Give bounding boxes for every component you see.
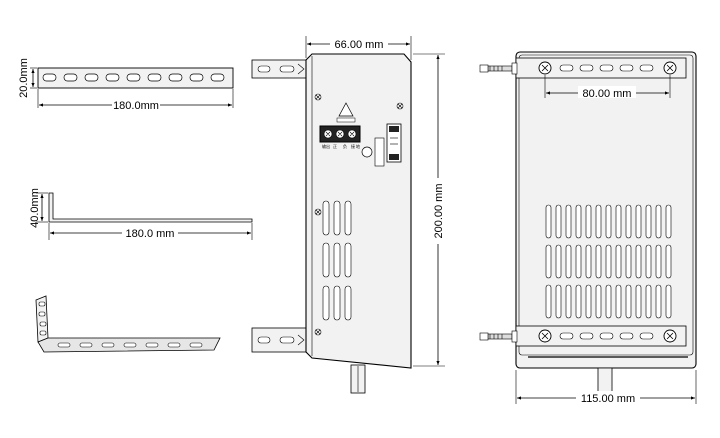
flat-bracket-slots bbox=[42, 73, 225, 82]
side-vent-slots bbox=[322, 200, 352, 321]
terminal-label-4: 地 bbox=[356, 143, 360, 149]
angle-bracket-profile bbox=[48, 192, 253, 223]
terminal-label-1: 正 bbox=[333, 144, 337, 149]
indicator-lamp bbox=[361, 146, 373, 158]
front-bottom-screw bbox=[479, 330, 518, 343]
side-body bbox=[305, 53, 412, 369]
side-screws bbox=[314, 93, 404, 336]
front-width-label: 115.00 mm bbox=[581, 393, 635, 405]
front-bottom-bracket-slots bbox=[559, 332, 654, 340]
angle-bracket-iso-view bbox=[35, 295, 221, 353]
flat-bracket-view: 20.0mm 180.0mm bbox=[18, 58, 234, 112]
side-view: 输出 正 负 接 地 66.00 mm bbox=[251, 36, 445, 394]
warning-icon bbox=[338, 102, 354, 117]
front-top-bracket-slots bbox=[559, 64, 654, 72]
terminal-label-2: 负 bbox=[343, 143, 347, 149]
flat-bracket-length-label: 180.0mm bbox=[113, 100, 159, 112]
terminal-block: 输出 正 负 接 地 bbox=[319, 125, 361, 149]
terminal-label-0: 输出 bbox=[322, 143, 330, 149]
side-height-label: 200.00 mm bbox=[433, 183, 445, 238]
angle-bracket-length-label: 180.0 mm bbox=[126, 228, 175, 240]
terminal-label-3: 接 bbox=[351, 143, 355, 149]
angle-bracket-profile-view: 40.0mm 180.0 mm bbox=[29, 188, 253, 240]
front-cable-gland bbox=[597, 367, 613, 393]
side-width-label: 66.00 mm bbox=[335, 39, 384, 51]
front-hole-spacing-label: 80.00 mm bbox=[583, 88, 632, 100]
flat-bracket-height-label: 20.0mm bbox=[18, 58, 30, 98]
front-view: 80.00 mm bbox=[479, 51, 697, 405]
front-top-bolts bbox=[538, 61, 677, 75]
angle-bracket-height-label: 40.0mm bbox=[29, 188, 41, 228]
front-vent-slots bbox=[545, 204, 672, 319]
front-top-screw bbox=[479, 62, 518, 75]
front-bottom-bolts bbox=[538, 329, 677, 343]
signal-connector bbox=[386, 123, 402, 163]
